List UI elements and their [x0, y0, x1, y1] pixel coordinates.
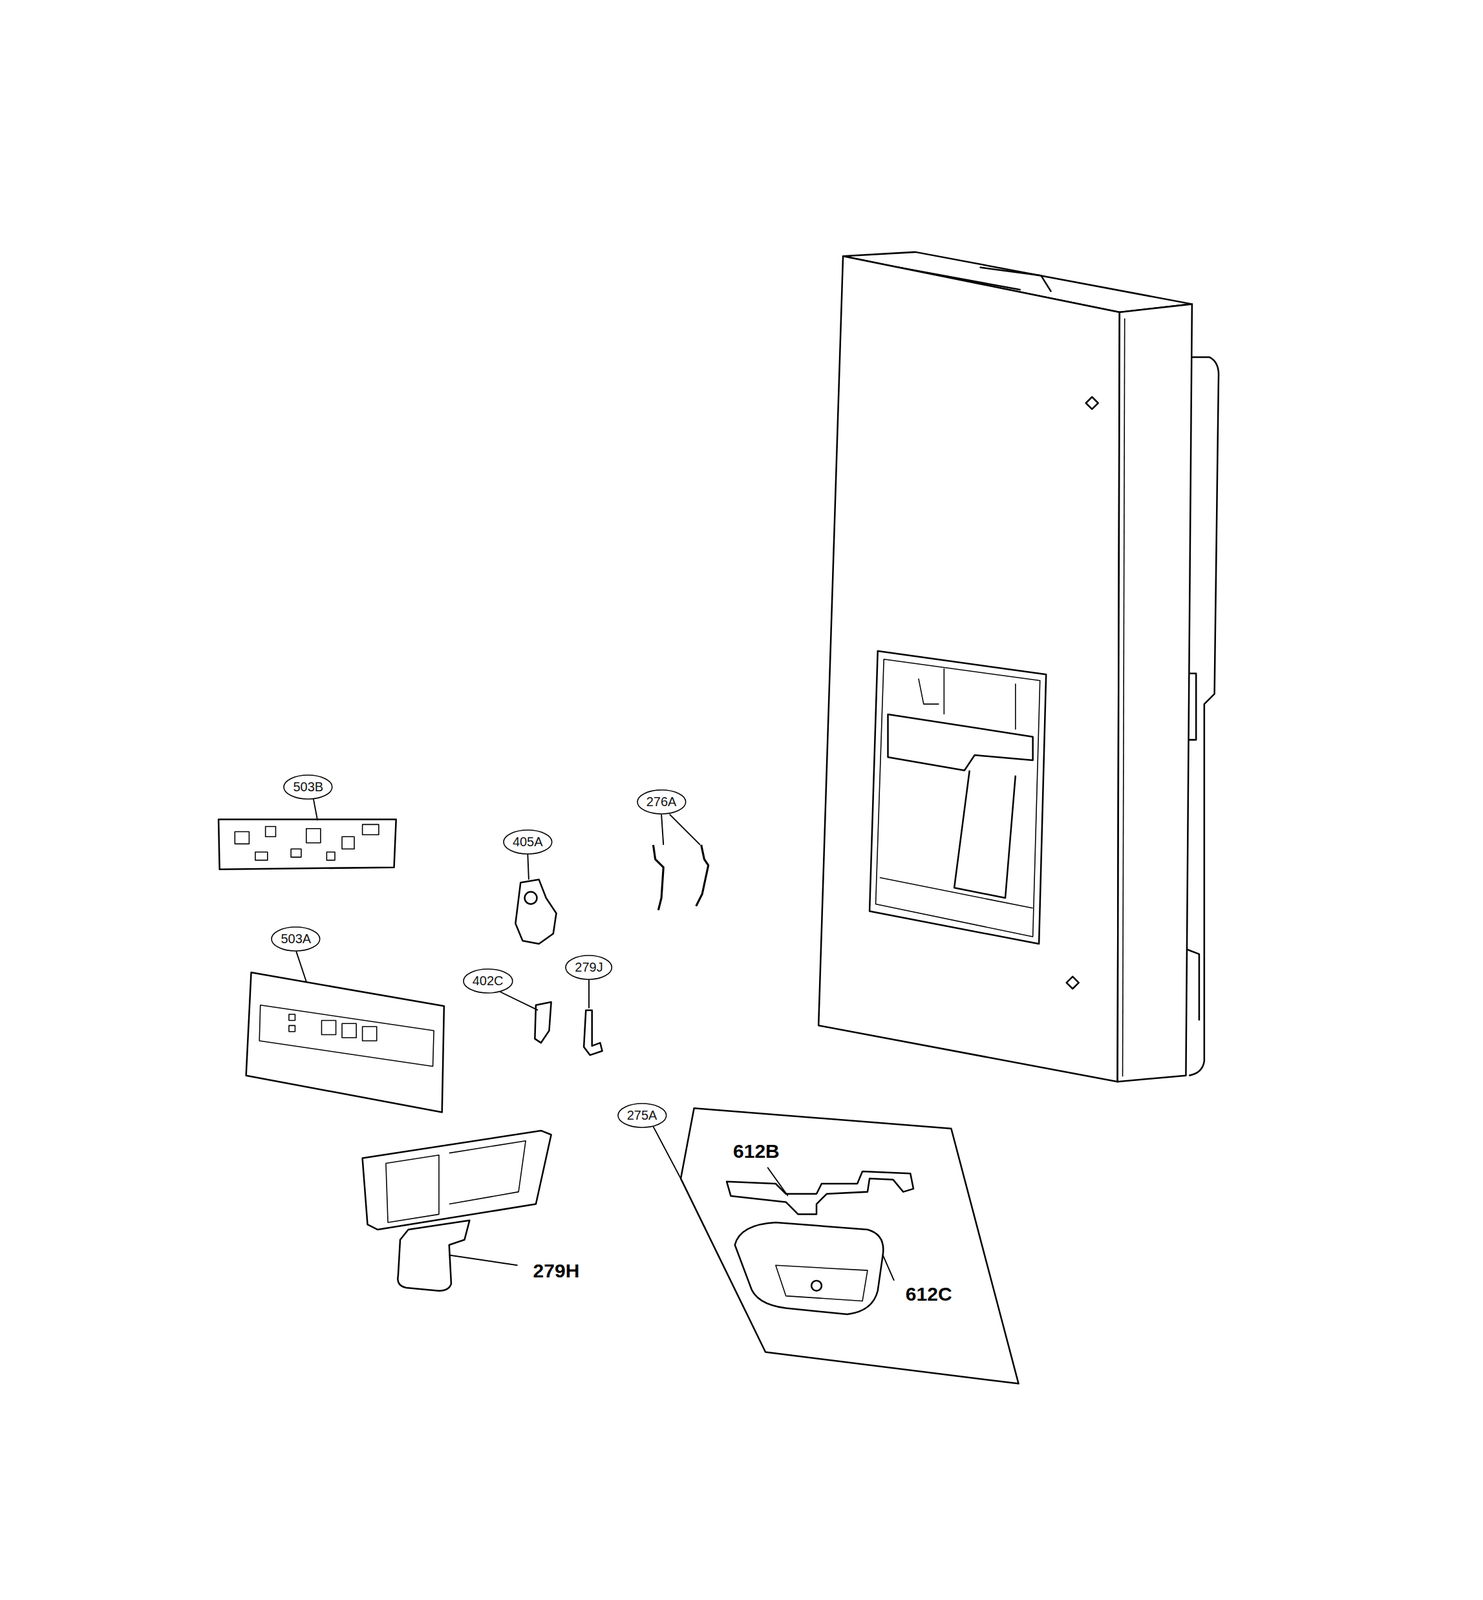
callout-number: 279J	[574, 960, 603, 975]
dispenser-tray	[879, 877, 1034, 908]
door-gasket-detail	[1185, 949, 1200, 1021]
callout-number: 612C	[905, 1283, 953, 1306]
door-mark	[1086, 396, 1099, 410]
callout-outline	[637, 789, 686, 814]
callout-bubble: 405A	[502, 829, 553, 855]
callout-bubble: 275A	[617, 1102, 668, 1129]
motor-terminal	[811, 1280, 822, 1291]
callout-number: 276A	[646, 794, 677, 810]
actuator-part	[515, 879, 556, 944]
assembly-group-outline	[680, 1108, 1019, 1384]
actuator-gear	[524, 892, 538, 905]
leader-line	[500, 991, 538, 1010]
switch-part	[534, 1002, 551, 1043]
callout-number: 402C	[472, 973, 504, 989]
door-side-panel	[1117, 303, 1193, 1082]
callout-number: 612B	[733, 1140, 780, 1163]
leader-line	[652, 1126, 681, 1180]
door-edge-line	[1122, 318, 1125, 1077]
callout-outline	[271, 927, 321, 951]
dispenser-cutout	[869, 650, 1046, 944]
callout-outline	[503, 830, 553, 854]
bracket-part	[726, 1171, 914, 1215]
callout-number: 405A	[512, 834, 544, 850]
door-mark	[1066, 976, 1079, 990]
callout-number: 503A	[280, 931, 311, 947]
callout-number: 503B	[292, 779, 324, 795]
callout-outline	[463, 969, 513, 993]
spring-wire	[652, 844, 664, 911]
display-panel	[246, 972, 445, 1112]
dispenser-cutout-inner	[875, 659, 1041, 937]
motor-housing	[735, 1222, 884, 1315]
leader-line	[313, 799, 318, 821]
callout-number: 279H	[533, 1259, 580, 1282]
leader-line	[527, 853, 529, 880]
leader-line	[449, 1254, 518, 1266]
callout-bubble: 503B	[283, 774, 333, 800]
leader-line	[767, 1167, 789, 1196]
leader-line	[296, 950, 307, 982]
callout-outline	[565, 955, 612, 980]
callout-bubble: 503A	[270, 926, 321, 952]
callout-number: 275A	[627, 1108, 658, 1123]
callout-bubble: 279J	[565, 954, 613, 981]
housing-detail	[385, 1141, 526, 1223]
door-front-panel	[818, 256, 1120, 1082]
leader-line	[661, 814, 664, 845]
leader-line	[883, 1254, 895, 1281]
dispenser-ledge	[888, 714, 1034, 771]
dispenser-chute	[954, 770, 1016, 898]
leader-line	[669, 814, 701, 845]
lever-part	[583, 1010, 602, 1056]
dispenser-paddle	[397, 1220, 470, 1291]
callout-bubble: 402C	[462, 968, 514, 994]
motor-cover	[775, 1265, 868, 1301]
callout-outline	[618, 1103, 667, 1128]
door-gasket	[1188, 356, 1219, 1076]
leader-line	[588, 979, 590, 1008]
callout-outline	[283, 775, 333, 800]
callout-bubble: 276A	[636, 789, 687, 815]
dispenser-inner-detail	[918, 668, 1016, 730]
dispenser-housing	[362, 1130, 552, 1230]
pcb-board	[218, 819, 397, 869]
display-window	[259, 1005, 434, 1067]
spring-wire	[696, 844, 709, 907]
